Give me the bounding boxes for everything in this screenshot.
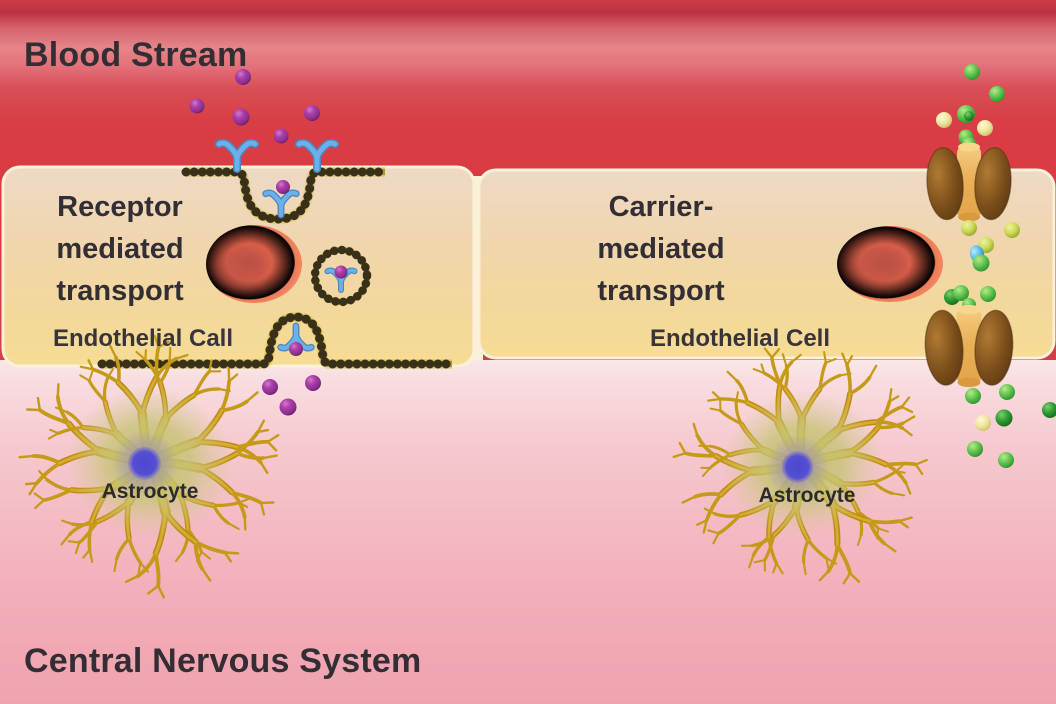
receptor-icon <box>299 143 335 169</box>
endothelial-cell-right-label: Endothelial Cell <box>649 325 831 352</box>
receptor-title-line1: Receptor <box>57 191 183 223</box>
cns-label: Central Nervous System <box>24 642 422 680</box>
solute-molecules-cytoplasm <box>944 220 1020 312</box>
receptor-icon <box>219 143 255 169</box>
carrier-title-line3: transport <box>597 275 725 307</box>
vesicle <box>310 245 372 307</box>
receptor-releasing <box>281 326 312 356</box>
blood-stream-label: Blood Stream <box>24 36 248 74</box>
astrocyte-left-label: Astrocyte <box>101 480 199 503</box>
red-blood-cell-left <box>206 225 302 303</box>
receptor-title-line3: transport <box>56 275 184 307</box>
purple-molecule-bound <box>276 180 290 194</box>
endothelial-cell-right <box>477 168 1056 360</box>
solute-molecules-blood <box>936 64 1005 151</box>
receptor-title-line2: mediated <box>56 233 184 265</box>
receptor-in-pit <box>266 180 297 215</box>
red-blood-cell-right <box>837 226 943 302</box>
carrier-title-line2: mediated <box>597 233 725 265</box>
solute-molecules-released <box>965 384 1056 468</box>
carrier-protein-bottom <box>922 304 1016 388</box>
purple-molecules-released <box>262 375 321 416</box>
astrocyte-right-label: Astrocyte <box>758 484 856 507</box>
purple-molecules-blood <box>189 69 320 144</box>
membrane-bottom <box>97 311 457 369</box>
receptor-transport-title: Receptor mediated transport <box>10 186 230 312</box>
carrier-protein-top <box>923 141 1015 223</box>
membrane-top <box>181 167 390 225</box>
carrier-title-line1: Carrier- <box>608 191 714 223</box>
endothelial-cell-left-label: Endothelial Call <box>52 325 234 352</box>
carrier-transport-title: Carrier-mediated transport <box>551 186 771 312</box>
